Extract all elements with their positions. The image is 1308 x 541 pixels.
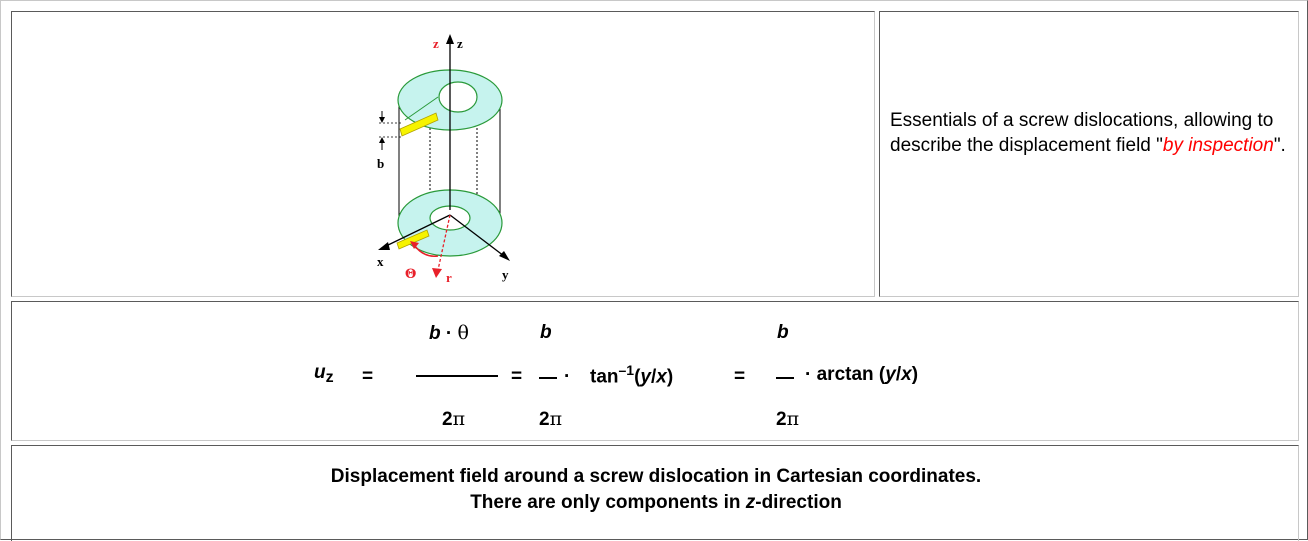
- fraction1-theta: θ: [457, 322, 469, 344]
- caption-line1: Displacement field around a screw disloc…: [330, 466, 982, 487]
- z-axis-arrowhead: [446, 34, 454, 44]
- arctan-slash: /: [895, 364, 902, 385]
- formula-arctan: · arctan (y/x): [805, 364, 918, 386]
- top-cut-edge: [404, 96, 439, 121]
- caption-line2: There are only components in z-direction: [12, 492, 1300, 514]
- fraction2-bar: [539, 377, 557, 379]
- fraction3-bar: [776, 377, 794, 379]
- fraction1-b: b: [429, 323, 441, 344]
- tan-paren-open: (: [634, 366, 641, 388]
- fraction1-numerator: b · θ: [429, 322, 469, 345]
- arctan-x: x: [901, 364, 912, 385]
- b-arrowhead-top: [379, 117, 385, 123]
- description-text-after: ".: [1273, 135, 1286, 156]
- description-text: Essentials of a screw dislocations, allo…: [890, 108, 1290, 158]
- formula-eq1: =: [362, 366, 374, 387]
- tan-text: tan: [590, 366, 619, 388]
- description-text-before: Essentials of a screw dislocations, allo…: [890, 110, 1274, 156]
- caption-cell: Displacement field around a screw disloc…: [11, 445, 1299, 541]
- screw-dislocation-diagram: z z x y r Θ b: [377, 34, 510, 285]
- tan-paren-close: ): [666, 366, 674, 388]
- y-axis: [449, 214, 505, 257]
- theta-arrowhead: [410, 241, 419, 249]
- z-label-red: z: [433, 36, 439, 51]
- arctan-y: y: [885, 364, 896, 385]
- tan-slash: /: [650, 366, 657, 388]
- r-vector-arrowhead: [432, 268, 442, 278]
- fraction2-numerator: b: [540, 322, 552, 343]
- arctan-close: ): [911, 364, 919, 385]
- theta-label: Θ: [405, 267, 416, 282]
- fraction2-pi: π: [549, 408, 563, 430]
- caption-line2-var: z: [745, 492, 756, 513]
- top-yellow-step: [399, 112, 439, 137]
- fraction3-denominator: 2π: [776, 408, 799, 431]
- fraction3-numerator: b: [777, 322, 789, 343]
- fraction3-two: 2: [776, 409, 787, 430]
- x-label: x: [377, 254, 384, 269]
- formula-cell: uz = b · θ 2π = b 2π · tan–1(y/x) = b 2π…: [11, 301, 1299, 441]
- fraction2-two: 2: [539, 409, 550, 430]
- formula-eq2: =: [511, 366, 523, 387]
- z-label: z: [457, 36, 463, 51]
- b-arrowhead-bottom: [379, 137, 385, 143]
- figure-cell: z z x y r Θ b: [11, 11, 875, 297]
- formula-eq3: =: [734, 366, 746, 387]
- fraction1-bar: [416, 375, 498, 377]
- fraction1-pi: π: [452, 408, 466, 430]
- top-ring-hole: [438, 81, 478, 113]
- r-vector: [437, 214, 451, 271]
- arctan-dot: ·: [805, 364, 812, 385]
- fraction1-two: 2: [442, 409, 453, 430]
- formula-sub-z: z: [325, 369, 334, 386]
- fraction3-pi: π: [786, 408, 800, 430]
- description-cell: Essentials of a screw dislocations, allo…: [879, 11, 1299, 297]
- tan-superscript: –1: [618, 362, 635, 378]
- formula-dot2: ·: [564, 366, 571, 387]
- b-label: b: [377, 156, 384, 171]
- arctan-text: arctan (: [816, 364, 886, 385]
- fraction1-dot: ·: [445, 323, 453, 344]
- x-axis-arrowhead: [378, 242, 390, 250]
- theta-arc: [413, 244, 439, 258]
- x-axis: [383, 214, 451, 248]
- caption-line2-after: -direction: [755, 492, 842, 513]
- caption-line2-before: There are only components in: [470, 492, 746, 513]
- y-label: y: [502, 267, 509, 282]
- fraction2-denominator: 2π: [539, 408, 562, 431]
- formula-tan-inverse: tan–1(y/x): [590, 362, 673, 388]
- tan-x: x: [656, 366, 667, 388]
- tan-y: y: [640, 366, 651, 388]
- description-emphasis: by inspection: [1162, 135, 1274, 156]
- r-label: r: [446, 270, 452, 285]
- formula-lhs: uz: [314, 362, 334, 386]
- formula-u: u: [314, 362, 326, 383]
- fraction1-denominator: 2π: [442, 408, 465, 431]
- bottom-yellow-step: [396, 229, 430, 250]
- y-axis-arrowhead: [499, 251, 510, 261]
